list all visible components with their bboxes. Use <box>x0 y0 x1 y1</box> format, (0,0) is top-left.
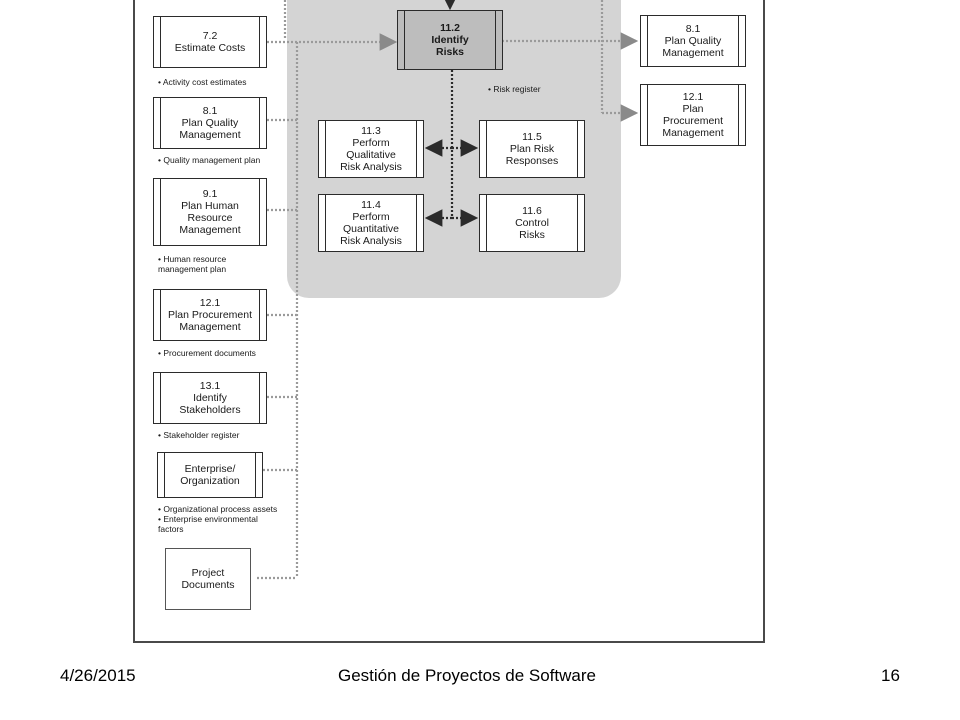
footer-date: 4/26/2015 <box>60 666 136 685</box>
input-note-hr-plan: • Human resource management plan <box>158 254 227 274</box>
output-plan-procurement: 12.1 Plan Procurement Management <box>640 84 746 146</box>
input-note-stakeholder-register: • Stakeholder register <box>158 430 240 440</box>
input-identify-stakeholders: 13.1 Identify Stakeholders <box>153 372 267 424</box>
footer-page-number: 16 <box>881 666 900 685</box>
process-control-risks: 11.6 Control Risks <box>479 194 585 252</box>
process-identify-risks: 11.2 Identify Risks <box>397 10 503 70</box>
input-note-procurement-docs: • Procurement documents <box>158 348 256 358</box>
input-enterprise-organization: Enterprise/ Organization <box>157 452 263 498</box>
process-quantitative-analysis: 11.4 Perform Quantitative Risk Analysis <box>318 194 424 252</box>
footer-title: Gestión de Proyectos de Software <box>338 666 596 685</box>
process-qualitative-analysis: 11.3 Perform Qualitative Risk Analysis <box>318 120 424 178</box>
diagram-frame <box>133 0 765 643</box>
input-plan-quality: 8.1 Plan Quality Management <box>153 97 267 149</box>
process-plan-risk-responses: 11.5 Plan Risk Responses <box>479 120 585 178</box>
input-project-documents: Project Documents <box>165 548 251 610</box>
output-risk-register: • Risk register <box>488 84 541 94</box>
input-estimate-costs: 7.2 Estimate Costs <box>153 16 267 68</box>
input-plan-hr: 9.1 Plan Human Resource Management <box>153 178 267 246</box>
input-note-quality-plan: • Quality management plan <box>158 155 261 165</box>
output-plan-quality: 8.1 Plan Quality Management <box>640 15 746 67</box>
input-note-activity-cost: • Activity cost estimates <box>158 77 247 87</box>
input-note-enterprise: • Organizational process assets • Enterp… <box>158 504 278 534</box>
input-plan-procurement: 12.1 Plan Procurement Management <box>153 289 267 341</box>
